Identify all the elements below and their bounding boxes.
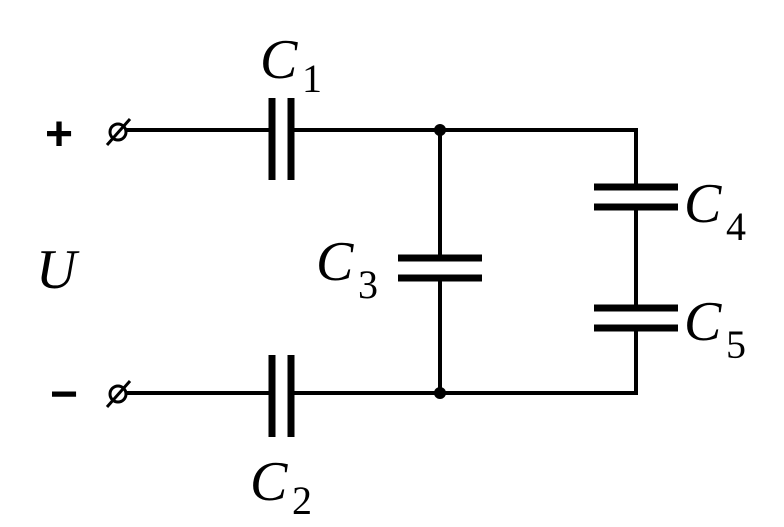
junction-top — [434, 124, 446, 136]
label-c2-sub: 2 — [292, 478, 312, 523]
label-c1-sub: 1 — [302, 56, 322, 101]
label-c5: C 5 — [684, 291, 746, 367]
plus-sign: + — [45, 108, 73, 161]
voltage-label: U — [36, 239, 80, 301]
label-c4-sub: 4 — [726, 204, 746, 249]
label-c3-sub: 3 — [358, 262, 378, 307]
label-c5-letter: C — [684, 291, 722, 353]
label-c4-letter: C — [684, 173, 722, 235]
terminal-plus — [105, 118, 132, 146]
label-c4: C 4 — [684, 173, 746, 249]
label-c5-sub: 5 — [726, 322, 746, 367]
label-c1-letter: C — [260, 29, 298, 91]
label-c1: C 1 — [260, 29, 322, 101]
junction-bottom — [434, 387, 446, 399]
minus-sign: − — [50, 368, 78, 421]
label-c2: C 2 — [250, 451, 312, 523]
terminal-minus — [105, 380, 132, 408]
label-c3-letter: C — [316, 231, 354, 293]
label-c2-letter: C — [250, 451, 288, 513]
label-c3: C 3 — [316, 231, 378, 307]
